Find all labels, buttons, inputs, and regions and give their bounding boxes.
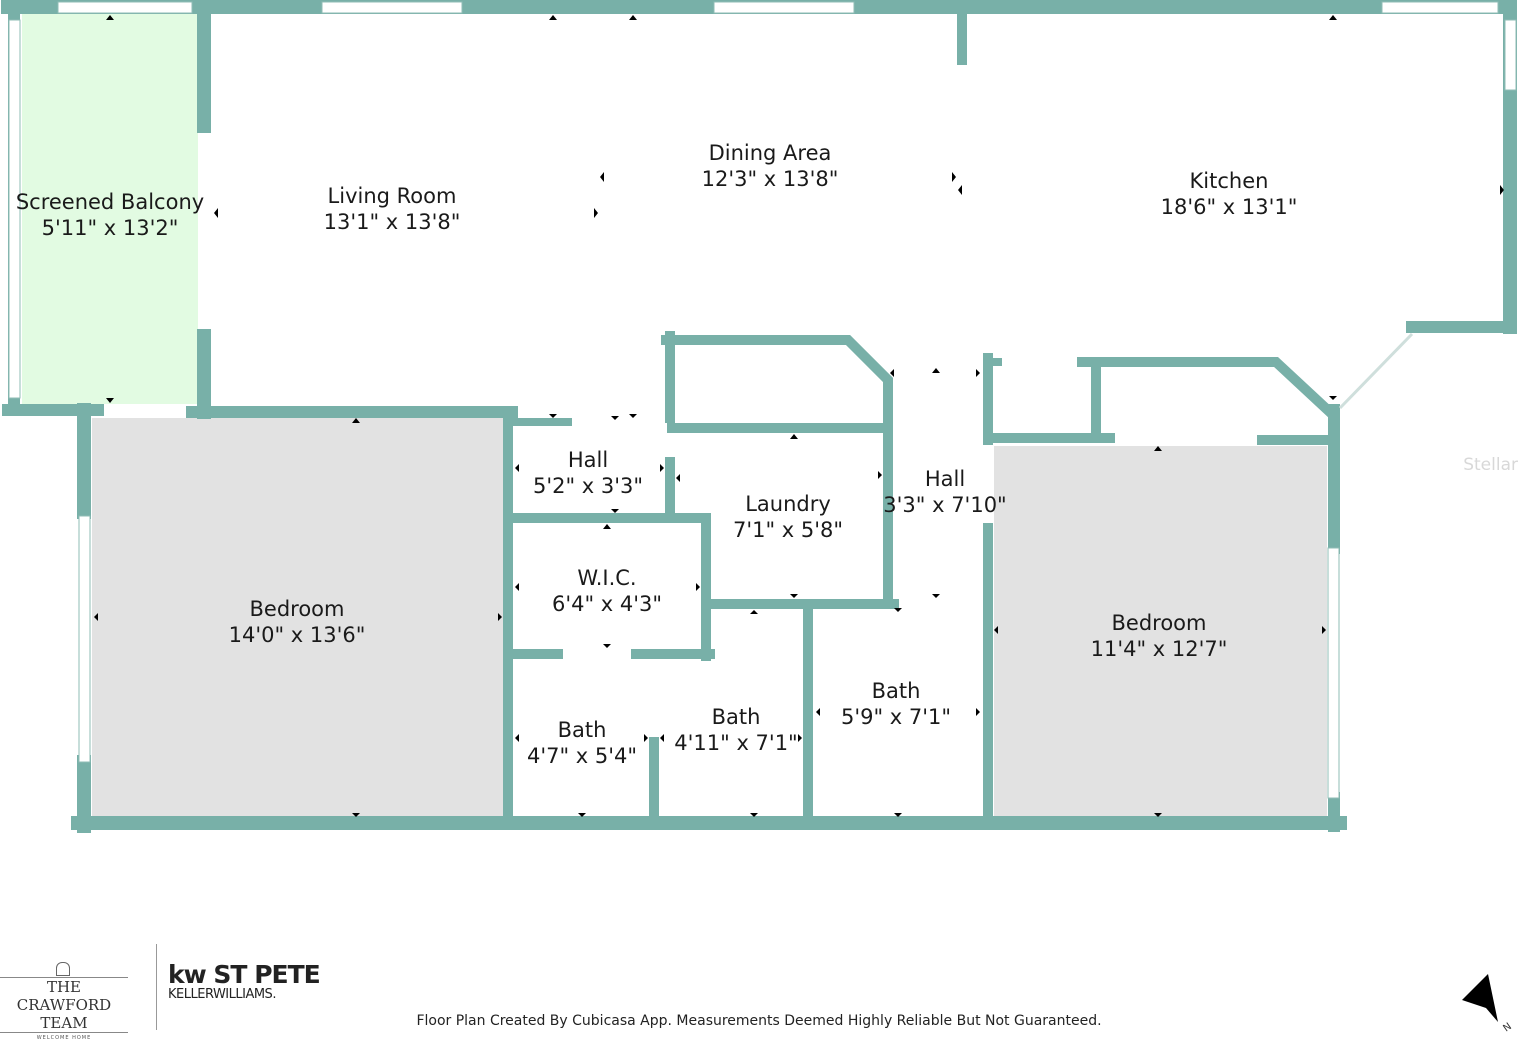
crawford-logo-name: THE CRAWFORD TEAM — [0, 977, 128, 1033]
bath-1-name: Bath — [558, 718, 607, 742]
bedroom-right-dims: 11'4" x 12'7" — [1091, 637, 1228, 661]
wic-name: W.I.C. — [577, 566, 636, 590]
bedroom-left-fill — [92, 418, 504, 816]
bedroom-left-dims: 14'0" x 13'6" — [229, 623, 366, 647]
bath-2-dims: 4'11" x 7'1" — [674, 731, 797, 755]
crest-icon — [56, 962, 70, 976]
logo-divider — [156, 944, 157, 1030]
bedroom-right-fill — [994, 446, 1327, 816]
balcony-fill — [22, 14, 198, 404]
balcony-dims: 5'11" x 13'2" — [42, 216, 179, 240]
bath-3-name: Bath — [872, 679, 921, 703]
footer-disclaimer: Floor Plan Created By Cubicasa App. Meas… — [416, 1013, 1102, 1029]
windows — [8, 1, 1517, 799]
keller-williams-logo: kw ST PETE KELLERWILLIAMS. — [168, 960, 321, 1002]
bath-1-dims: 4'7" x 5'4" — [527, 744, 637, 768]
dining-area-name: Dining Area — [709, 141, 832, 165]
bath-2-name: Bath — [712, 705, 761, 729]
kw-logo-line2: KELLERWILLIAMS. — [168, 987, 276, 1002]
bedroom-right-name: Bedroom — [1112, 611, 1207, 635]
hall-right-name: Hall — [925, 467, 965, 491]
kw-logo-line1: kw ST PETE — [168, 960, 321, 989]
bath-3-dims: 5'9" x 7'1" — [841, 705, 951, 729]
bedroom-left-name: Bedroom — [250, 597, 345, 621]
living-room-dims: 13'1" x 13'8" — [324, 210, 461, 234]
room-labels: Screened Balcony 5'11" x 13'2" Living Ro… — [16, 141, 1298, 768]
crawford-logo-tagline: WELCOME HOME — [36, 1035, 92, 1041]
kitchen-dims: 18'6" x 13'1" — [1161, 195, 1298, 219]
north-arrow-icon: N — [1462, 974, 1514, 1034]
hall-right-dims: 3'3" x 7'10" — [883, 493, 1006, 517]
wic-dims: 6'4" x 4'3" — [552, 592, 662, 616]
dining-area-dims: 12'3" x 13'8" — [702, 167, 839, 191]
laundry-dims: 7'1" x 5'8" — [733, 518, 843, 542]
kitchen-name: Kitchen — [1190, 169, 1269, 193]
balcony-name: Screened Balcony — [16, 190, 204, 214]
crawford-team-logo: THE CRAWFORD TEAM WELCOME HOME — [0, 960, 128, 1041]
door-markers — [94, 15, 1504, 817]
living-room-name: Living Room — [328, 184, 457, 208]
diagonal-window — [1338, 332, 1414, 410]
laundry-name: Laundry — [745, 492, 831, 516]
hall-left-dims: 5'2" x 3'3" — [533, 474, 643, 498]
hall-left-name: Hall — [568, 448, 608, 472]
watermark: Stellar — [1463, 455, 1518, 475]
